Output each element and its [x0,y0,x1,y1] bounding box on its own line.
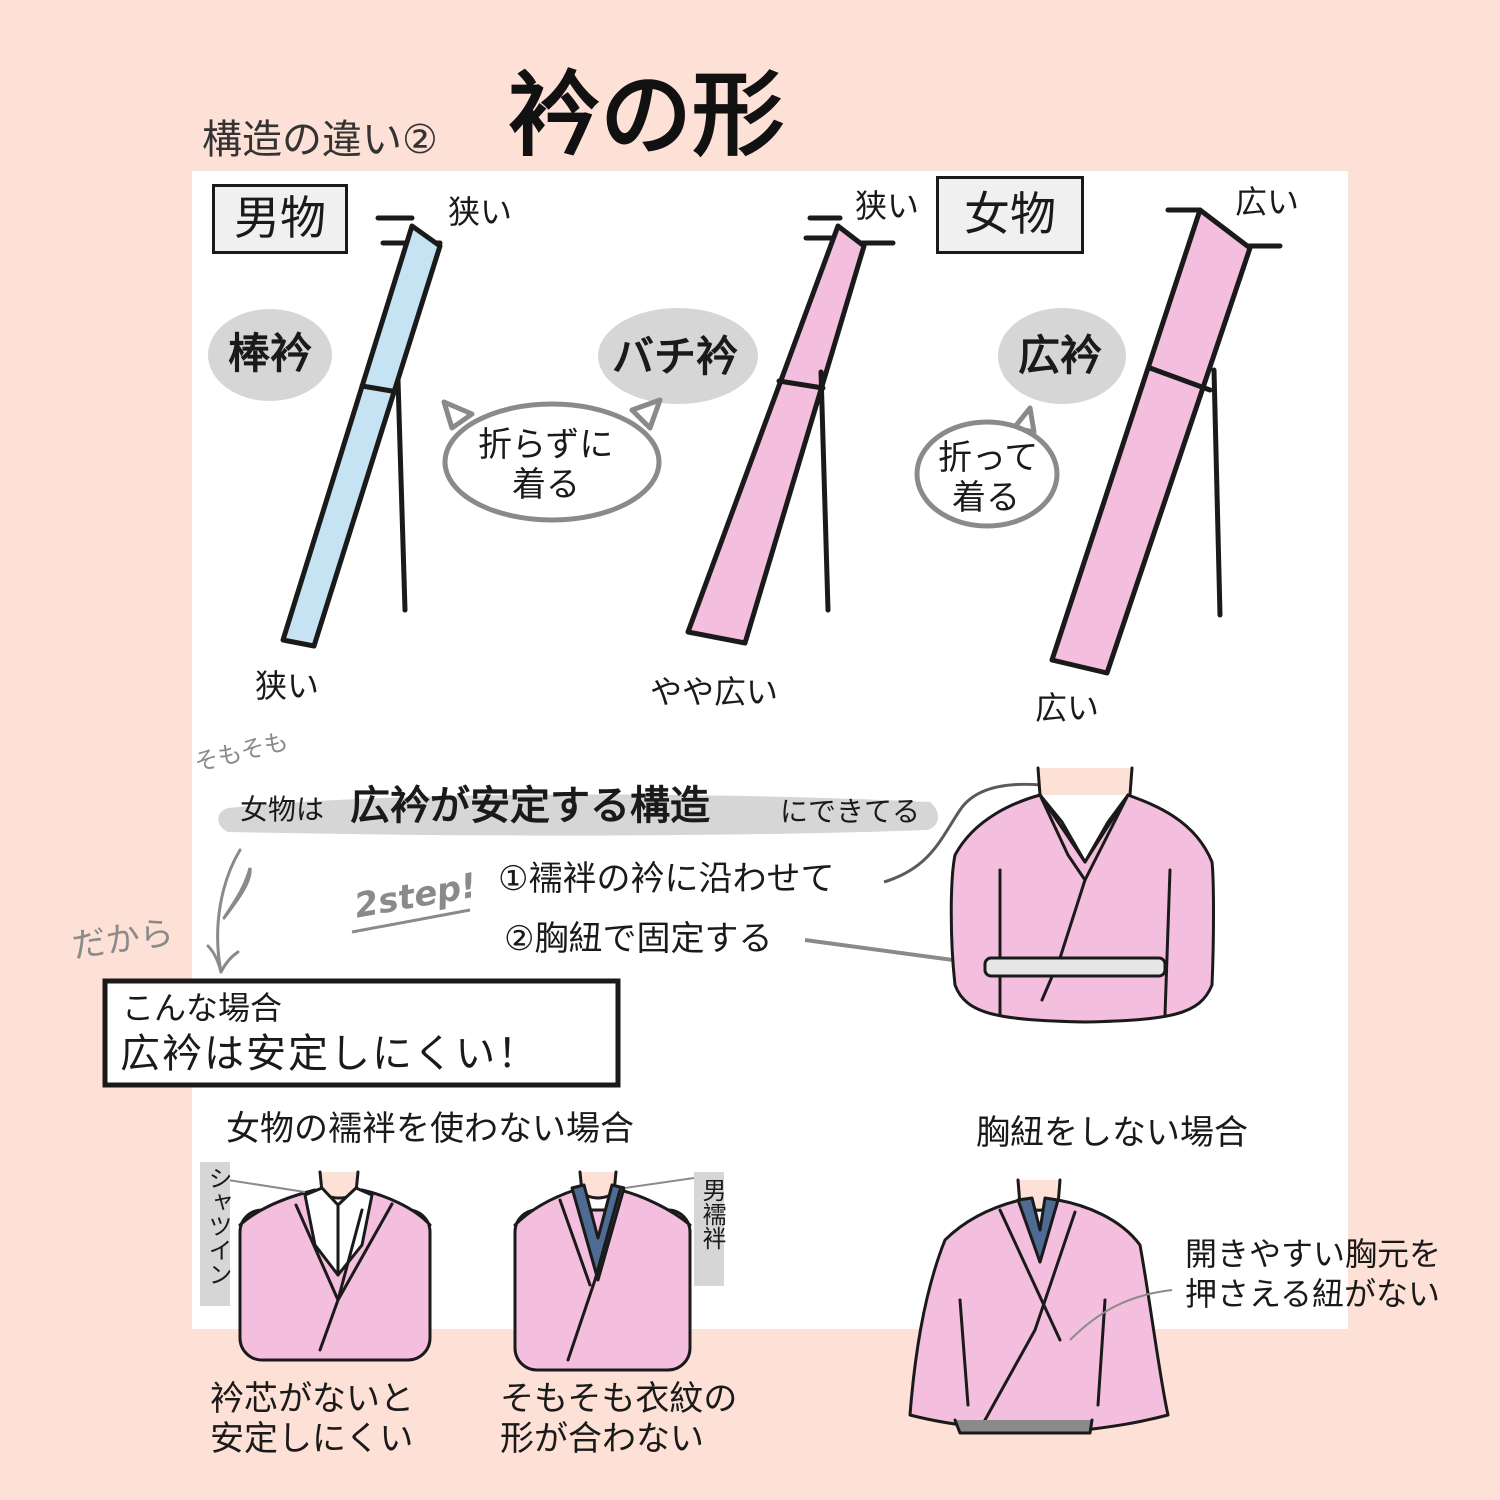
bubble-orazuni-line1: 折らずに [478,428,613,462]
caption-right-line2: 形が合わない [500,1422,704,1456]
step1-text: ①襦袢の衿に沿わせて [498,862,834,896]
bo-eri-bottom-width: 狭い [255,670,319,702]
hiro-eri-label: 広衿 [1018,335,1102,377]
hiro-eri-bottom-width: 広い [1035,692,1099,724]
hiro-eri-top-width: 広い [1235,186,1299,218]
no-himo-note-line2: 押さえる紐がない [1185,1278,1440,1310]
bo-eri-label: 棒衿 [228,333,312,375]
page-title: 衿の形 [508,70,784,162]
page-subtitle: 構造の違い② [202,120,438,160]
bubble-otte-line2: 着る [952,481,1020,515]
warning-line1: こんな場合 [122,992,282,1024]
men-badge: 男物 [212,184,348,254]
step2-text: ②胸紐で固定する [504,922,772,956]
shirt-in-label: シャツイン [200,1166,230,1286]
bubble-otte-line1: 折って [938,441,1038,475]
warning-line2: 広衿は安定しにくい！ [120,1034,539,1074]
bachi-eri-top-width: 狭い [855,190,919,222]
caption-right-line1: そもそも衣紋の [500,1382,737,1416]
case-no-munahimo-heading: 胸紐をしない場合 [976,1116,1248,1150]
caption-left-line1: 衿芯がないと [210,1382,414,1416]
case-no-juban-heading: 女物の襦袢を使わない場合 [226,1112,634,1146]
women-badge: 女物 [936,176,1084,254]
sentence-suffix: にできてる [780,798,920,826]
men-juban-label: 男襦袢 [694,1178,724,1250]
bo-eri-top-width: 狭い [448,196,512,228]
caption-left-line2: 安定しにくい [210,1422,413,1456]
bubble-orazuni-line2: 着る [512,468,580,502]
bachi-eri-bottom-width: やや広い [650,676,778,708]
no-himo-note-line1: 開きやすい胸元を [1185,1238,1441,1270]
bachi-eri-label: バチ衿 [612,336,738,378]
sentence-main: 広衿が安定する構造 [350,786,710,826]
sentence-prefix: 女物は [240,796,324,824]
